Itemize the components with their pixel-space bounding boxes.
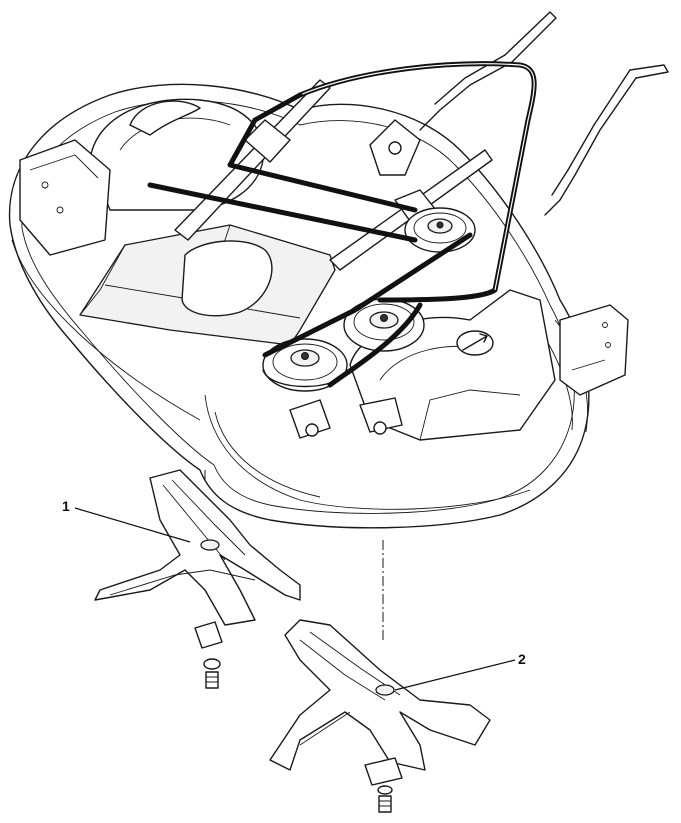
drive-belt — [147, 61, 537, 388]
pulley-bottom-left — [262, 338, 348, 392]
callout-1-label: 1 — [62, 498, 70, 514]
callout-1: 1 — [62, 498, 191, 543]
pulley-top-right — [404, 207, 476, 253]
idler-bracket — [369, 119, 421, 176]
spindle-shafts — [289, 397, 403, 439]
callout-2: 2 — [394, 651, 526, 691]
callout-2-label: 2 — [518, 651, 526, 667]
left-deck-bracket — [19, 139, 111, 256]
callout-1-leader — [74, 507, 191, 543]
right-deck-bracket — [559, 304, 629, 396]
blade-1-assembly — [94, 469, 301, 689]
blade-2-assembly — [269, 540, 491, 813]
discharge-baffle — [79, 224, 336, 346]
callout-2-leader — [394, 659, 516, 691]
